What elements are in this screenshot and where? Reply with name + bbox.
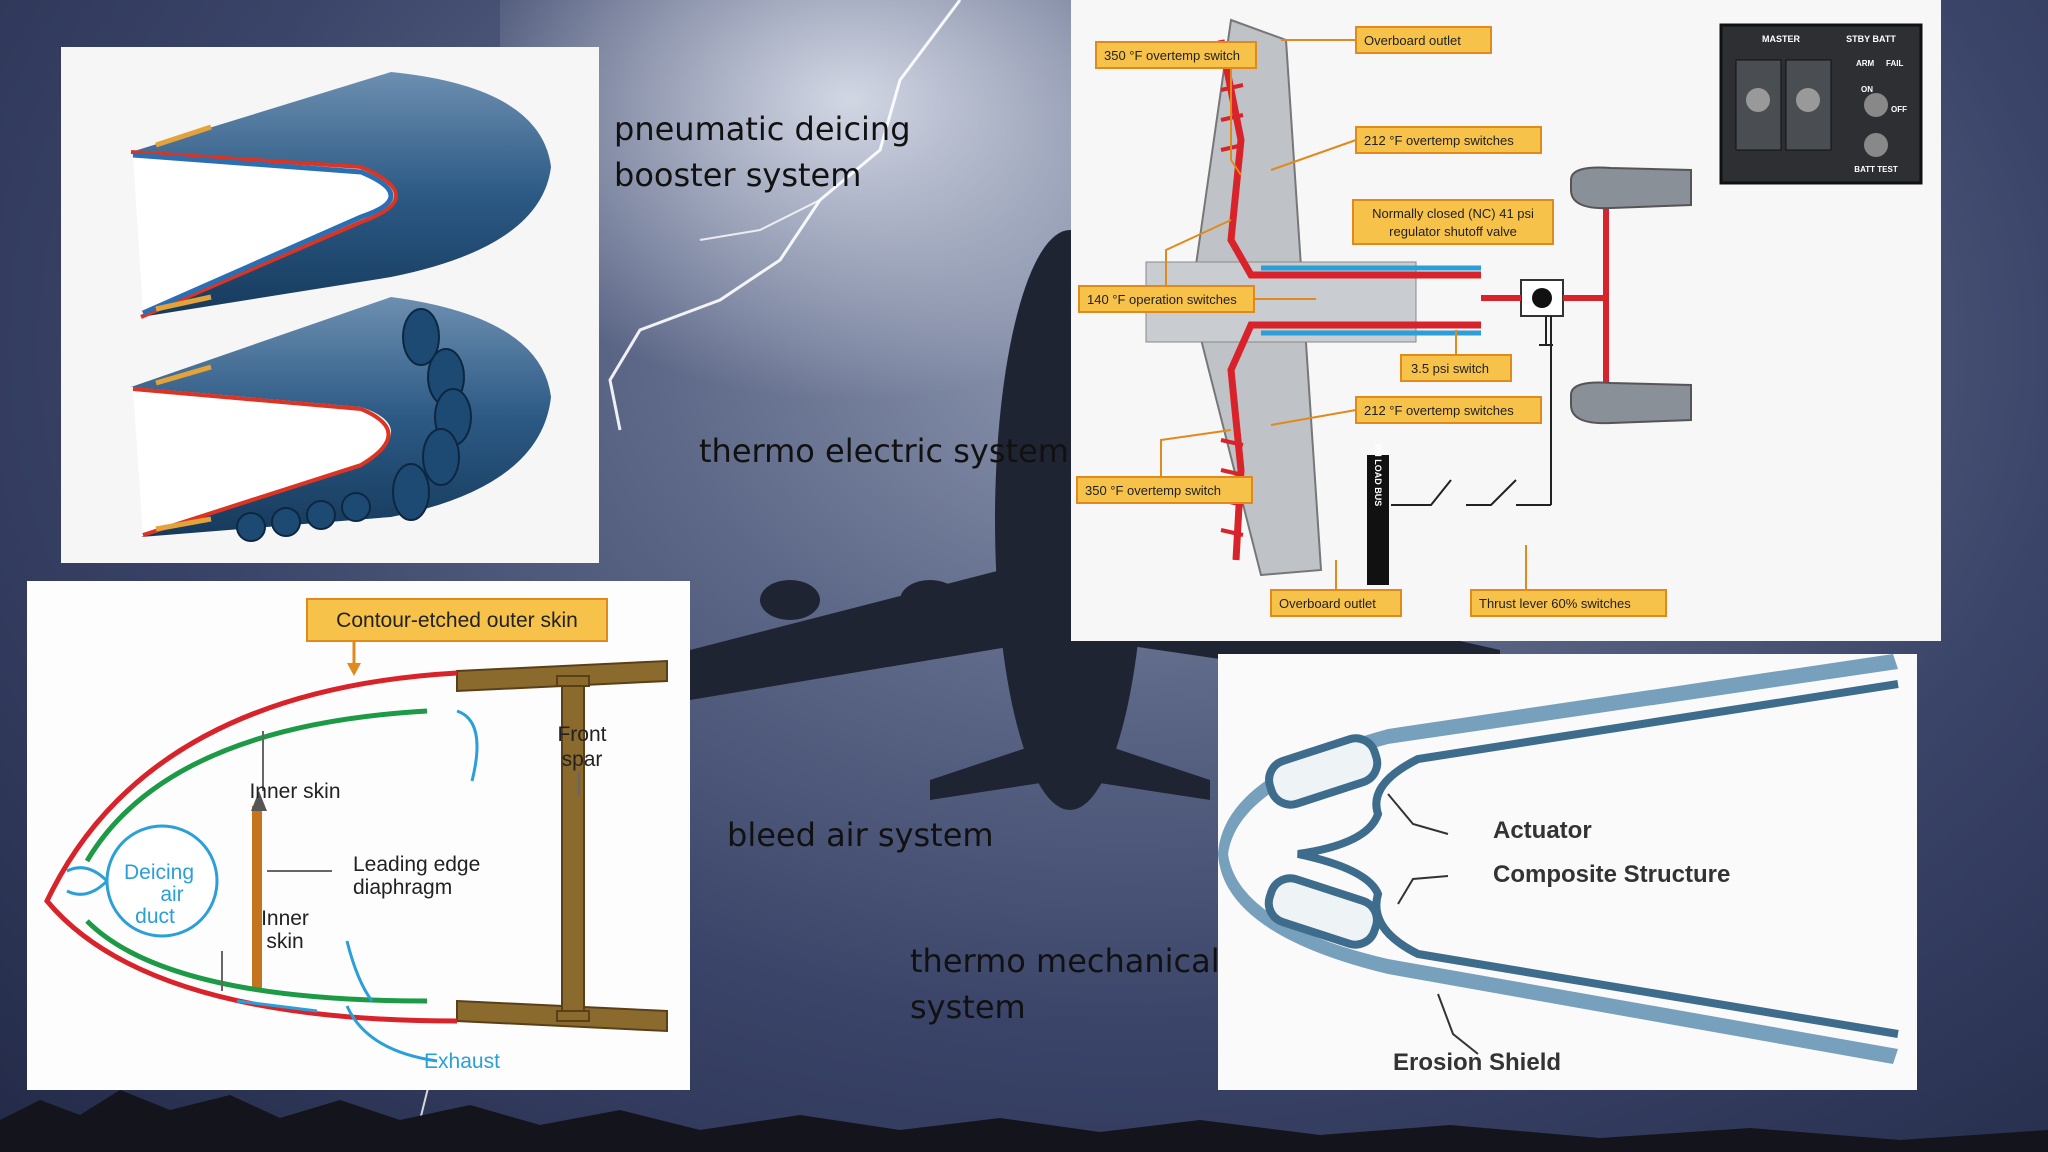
label-diaphragm-2: diaphragm — [353, 876, 452, 899]
panel-off-label: OFF — [1891, 105, 1907, 114]
label-valve-line1: Normally closed (NC) 41 psi — [1372, 206, 1534, 221]
caption-pneumatic: pneumatic deicing booster system — [614, 110, 911, 194]
outer-skin — [44, 670, 458, 1024]
panel-batt-test-label: BATT TEST — [1854, 165, 1898, 174]
panel-stby-label: STBY BATT — [1846, 34, 1896, 44]
lightning-bolt-branch — [699, 199, 821, 241]
label-composite-structure: Composite Structure — [1493, 861, 1730, 888]
panel-master-label: MASTER — [1762, 34, 1801, 44]
lightning-bolt — [608, 0, 962, 431]
label-212-overtemp-top: 212 °F overtemp switches — [1364, 133, 1514, 148]
label-duct-2: air — [160, 883, 183, 906]
switch-wiring — [1391, 316, 1553, 506]
bleed-air-diagram: Contour-etched outer skin Front spar Inn… — [27, 581, 690, 1090]
inner-skin — [84, 708, 428, 1004]
label-duct-1: Deicing — [124, 861, 194, 884]
label-212-overtemp-bottom: 212 °F overtemp switches — [1364, 403, 1514, 418]
label-front-spar-2: spar — [562, 748, 603, 771]
label-contour-skin: Contour-etched outer skin — [336, 609, 578, 632]
caption-thermo-electric: thermo electric system — [699, 432, 1069, 470]
caption-bleed-air: bleed air system — [727, 816, 994, 854]
label-actuator: Actuator — [1493, 817, 1592, 844]
label-front-spar-1: Front — [557, 723, 606, 746]
front-spar-structure — [456, 659, 668, 1033]
thermo-electric-diagram: RH LOAD BUS MASTER STBY BATT ARM FAIL ON… — [1071, 0, 1941, 641]
caption-thermo-mechanical: thermo mechanical system — [910, 942, 1220, 1026]
treeline — [0, 1090, 2048, 1152]
label-exhaust: Exhaust — [424, 1050, 500, 1073]
label-inner-skin-top: Inner skin — [249, 780, 340, 803]
control-panel: MASTER STBY BATT ARM FAIL ON OFF BATT TE… — [1719, 23, 1923, 185]
actuator-cells — [1264, 734, 1382, 949]
label-350-overtemp-bottom: 350 °F overtemp switch — [1085, 483, 1221, 498]
label-thrust-lever: Thrust lever 60% switches — [1479, 596, 1631, 611]
label-inner-skin-bottom-2: skin — [266, 930, 303, 953]
label-140-operation: 140 °F operation switches — [1087, 292, 1237, 307]
label-overboard-top: Overboard outlet — [1364, 33, 1461, 48]
label-inner-skin-bottom-1: Inner — [261, 907, 309, 930]
thermo-mechanical-diagram: Actuator Composite Structure Erosion Shi… — [1218, 654, 1917, 1090]
engine-nacelles — [1570, 166, 1692, 425]
label-psi-switch: 3.5 psi switch — [1411, 361, 1489, 376]
panel-arm-label: ARM — [1856, 59, 1875, 68]
load-bus-bar — [1367, 455, 1389, 585]
label-erosion-shield: Erosion Shield — [1393, 1049, 1561, 1076]
load-bus-label: RH LOAD BUS — [1373, 444, 1383, 507]
panel-fail-label: FAIL — [1886, 59, 1903, 68]
label-duct-3: duct — [135, 905, 175, 928]
label-valve-line2: regulator shutoff valve — [1389, 224, 1517, 239]
label-350-overtemp-top: 350 °F overtemp switch — [1104, 48, 1240, 63]
label-overboard-bottom: Overboard outlet — [1279, 596, 1376, 611]
pneumatic-boot-image — [61, 47, 599, 563]
deflated-boot-illustration — [130, 72, 551, 319]
label-diaphragm-1: Leading edge — [353, 853, 480, 876]
composite-airfoil — [1218, 654, 1898, 1064]
heating-duct-upper — [1217, 39, 1481, 279]
panel-on-label: ON — [1861, 85, 1873, 94]
inflated-boot-illustration — [131, 297, 551, 542]
